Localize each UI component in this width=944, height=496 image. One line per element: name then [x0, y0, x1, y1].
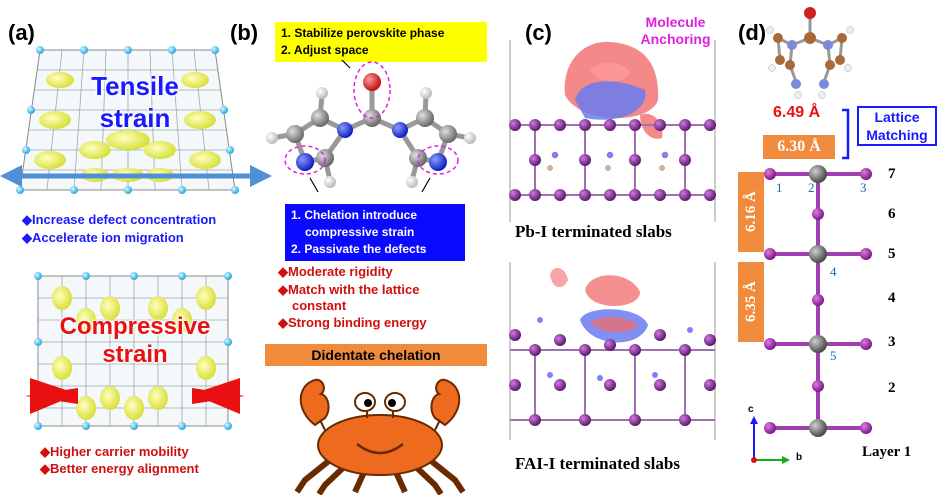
site-number-4: 4 [830, 264, 837, 279]
layer-number-6: 6 [888, 206, 896, 222]
matching-brace [842, 108, 850, 160]
chelation-box: 1. Chelation introduce compressive strai… [285, 204, 465, 261]
property-bullet-1: ◆Moderate rigidity [278, 264, 393, 279]
site-number-1: 1 [776, 180, 783, 195]
distance-box-630: 6.30 Å [763, 135, 835, 159]
chelation-line-3: 2. Passivate the defects [291, 242, 427, 256]
anchoring-line-2: Anchoring [640, 31, 711, 47]
charge-density-top [564, 41, 663, 139]
molecule-structure [266, 60, 476, 193]
axis-indicator [750, 416, 790, 464]
strain-word-top: strain [99, 103, 171, 133]
tensile-bullet-list: ◆Increase defect concentration ◆Accelera… [22, 212, 216, 246]
stabilize-line-1: 1. Stabilize perovskite phase [281, 26, 445, 40]
anchoring-line-1: Molecule [645, 14, 706, 30]
tensile-lattice-figure [0, 46, 272, 194]
panel-label-d: (d) [738, 20, 767, 45]
didentate-chelation-banner: Didentate chelation [265, 344, 487, 366]
strain-word-bottom: strain [102, 341, 168, 368]
axis-b-label: b [796, 452, 803, 463]
distance-label-top: 6.49 Å [773, 104, 821, 121]
tensile-word: Tensile [91, 71, 179, 101]
compressive-bullet-list: ◆Higher carrier mobility ◆Better energy … [40, 444, 199, 477]
property-bullet-list: ◆Moderate rigidity ◆Match with the latti… [278, 264, 427, 331]
layer-number-5: 5 [888, 246, 896, 262]
stabilize-line-2: 2. Adjust space [281, 43, 369, 57]
property-bullet-2-cont: constant [292, 298, 347, 313]
panel-label-c: (c) [525, 20, 552, 45]
site-number-5: 5 [830, 348, 837, 363]
pbi-chain-structure [764, 165, 872, 437]
charge-density-bottom [550, 268, 648, 343]
matching-word: Matching [866, 127, 928, 143]
panel-label-b: (b) [230, 20, 259, 45]
site-number-2: 2 [808, 180, 815, 195]
compressive-bullet-2: ◆Better energy alignment [40, 461, 199, 476]
fai-slab-caption: FAI-I terminated slabs [515, 454, 680, 473]
layer-1-label: Layer 1 [862, 444, 912, 460]
site-number-3: 3 [860, 180, 867, 195]
tensile-strain-label: Tensile strain [60, 70, 210, 134]
chelation-line-2: compressive strain [305, 225, 415, 239]
tensile-bullet-1: ◆Increase defect concentration [22, 212, 217, 227]
tensile-arrows [0, 165, 272, 187]
compressive-arrows [25, 378, 245, 414]
compressive-word: Compressive [59, 313, 211, 340]
axis-c-label: c [748, 404, 754, 415]
compressive-bullet-1: ◆Higher carrier mobility [40, 444, 189, 459]
compressive-lattice-figure [25, 272, 245, 430]
property-bullet-3: ◆Strong binding energy [278, 315, 427, 330]
property-bullet-2: ◆Match with the lattice [278, 282, 420, 297]
crab-illustration [294, 378, 466, 495]
layer-number-3: 3 [888, 334, 896, 350]
layer-number-2: 2 [888, 380, 896, 396]
lattice-matching-box: Lattice Matching [857, 106, 937, 146]
panel-label-a: (a) [8, 20, 35, 45]
chelation-line-1: 1. Chelation introduce [291, 208, 418, 222]
lattice-word: Lattice [874, 109, 920, 125]
tensile-bullet-2: ◆Accelerate ion migration [22, 230, 184, 245]
slab-figures [509, 40, 716, 440]
molecule-top-d [766, 7, 854, 99]
pbi-slab-caption: Pb-I terminated slabs [515, 222, 672, 241]
layer-number-4: 4 [888, 290, 896, 306]
layer-number-7: 7 [888, 166, 896, 182]
compressive-strain-label: Compressive strain [30, 313, 240, 369]
stabilize-box: 1. Stabilize perovskite phase 2. Adjust … [275, 22, 487, 62]
molecule-anchoring-label: Molecule Anchoring [628, 14, 723, 48]
